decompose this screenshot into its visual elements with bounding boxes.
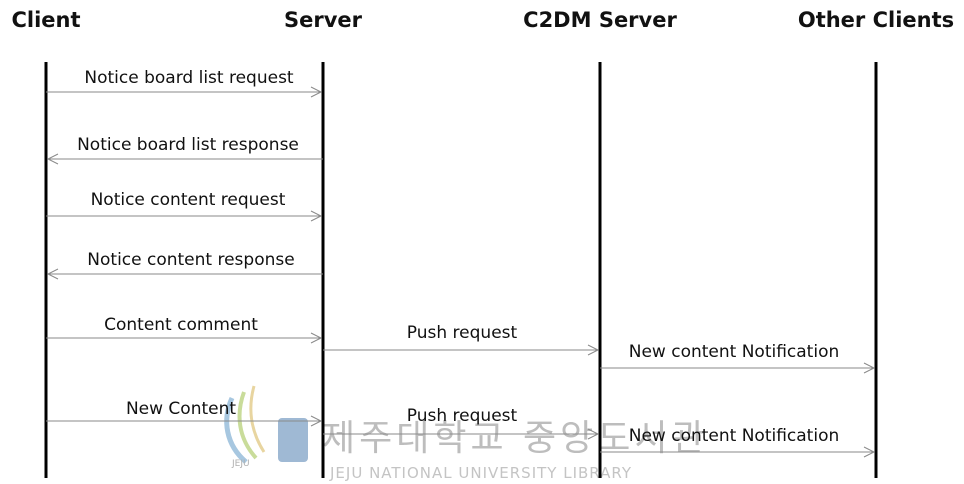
arrowhead-right-icon bbox=[310, 415, 323, 427]
arrowhead-right-icon bbox=[310, 86, 323, 98]
message-label: Push request bbox=[407, 323, 518, 343]
message-label: Notice content request bbox=[91, 190, 286, 210]
library-emblem-icon: JEJU bbox=[224, 385, 308, 469]
emblem-text: JEJU bbox=[231, 459, 250, 469]
actor-server-label: Server bbox=[284, 8, 363, 32]
arrowhead-right-icon bbox=[863, 446, 876, 458]
message-9: Push request bbox=[323, 406, 600, 440]
arrowhead-left-icon bbox=[46, 268, 59, 280]
arrowhead-right-icon bbox=[587, 428, 600, 440]
message-label: New Content bbox=[126, 399, 236, 419]
message-7: New content Notification bbox=[600, 342, 876, 374]
message-label: Content comment bbox=[104, 315, 258, 335]
message-label: New content Notification bbox=[629, 426, 840, 446]
arrowhead-right-icon bbox=[587, 344, 600, 356]
actor-client-label: Client bbox=[11, 8, 80, 32]
arrowhead-right-icon bbox=[310, 210, 323, 222]
message-label: Notice content response bbox=[87, 250, 294, 270]
actor-others-label: Other Clients bbox=[798, 8, 954, 32]
arrowhead-right-icon bbox=[863, 362, 876, 374]
message-2: Notice board list response bbox=[46, 135, 323, 165]
message-8: New Content bbox=[46, 399, 323, 427]
message-1: Notice board list request bbox=[46, 68, 323, 98]
message-label: Notice board list request bbox=[84, 68, 294, 88]
message-5: Content comment bbox=[46, 315, 323, 344]
watermark-english: JEJU NATIONAL UNIVERSITY LIBRARY bbox=[329, 464, 632, 482]
actor-c2dm-label: C2DM Server bbox=[523, 8, 677, 32]
message-label: New content Notification bbox=[629, 342, 840, 362]
message-4: Notice content response bbox=[46, 250, 323, 280]
arrowhead-left-icon bbox=[46, 153, 59, 165]
message-3: Notice content request bbox=[46, 190, 323, 222]
message-label: Push request bbox=[407, 406, 518, 426]
message-10: New content Notification bbox=[600, 426, 876, 458]
message-label: Notice board list response bbox=[77, 135, 299, 155]
message-6: Push request bbox=[323, 323, 600, 356]
arrowhead-right-icon bbox=[310, 332, 323, 344]
